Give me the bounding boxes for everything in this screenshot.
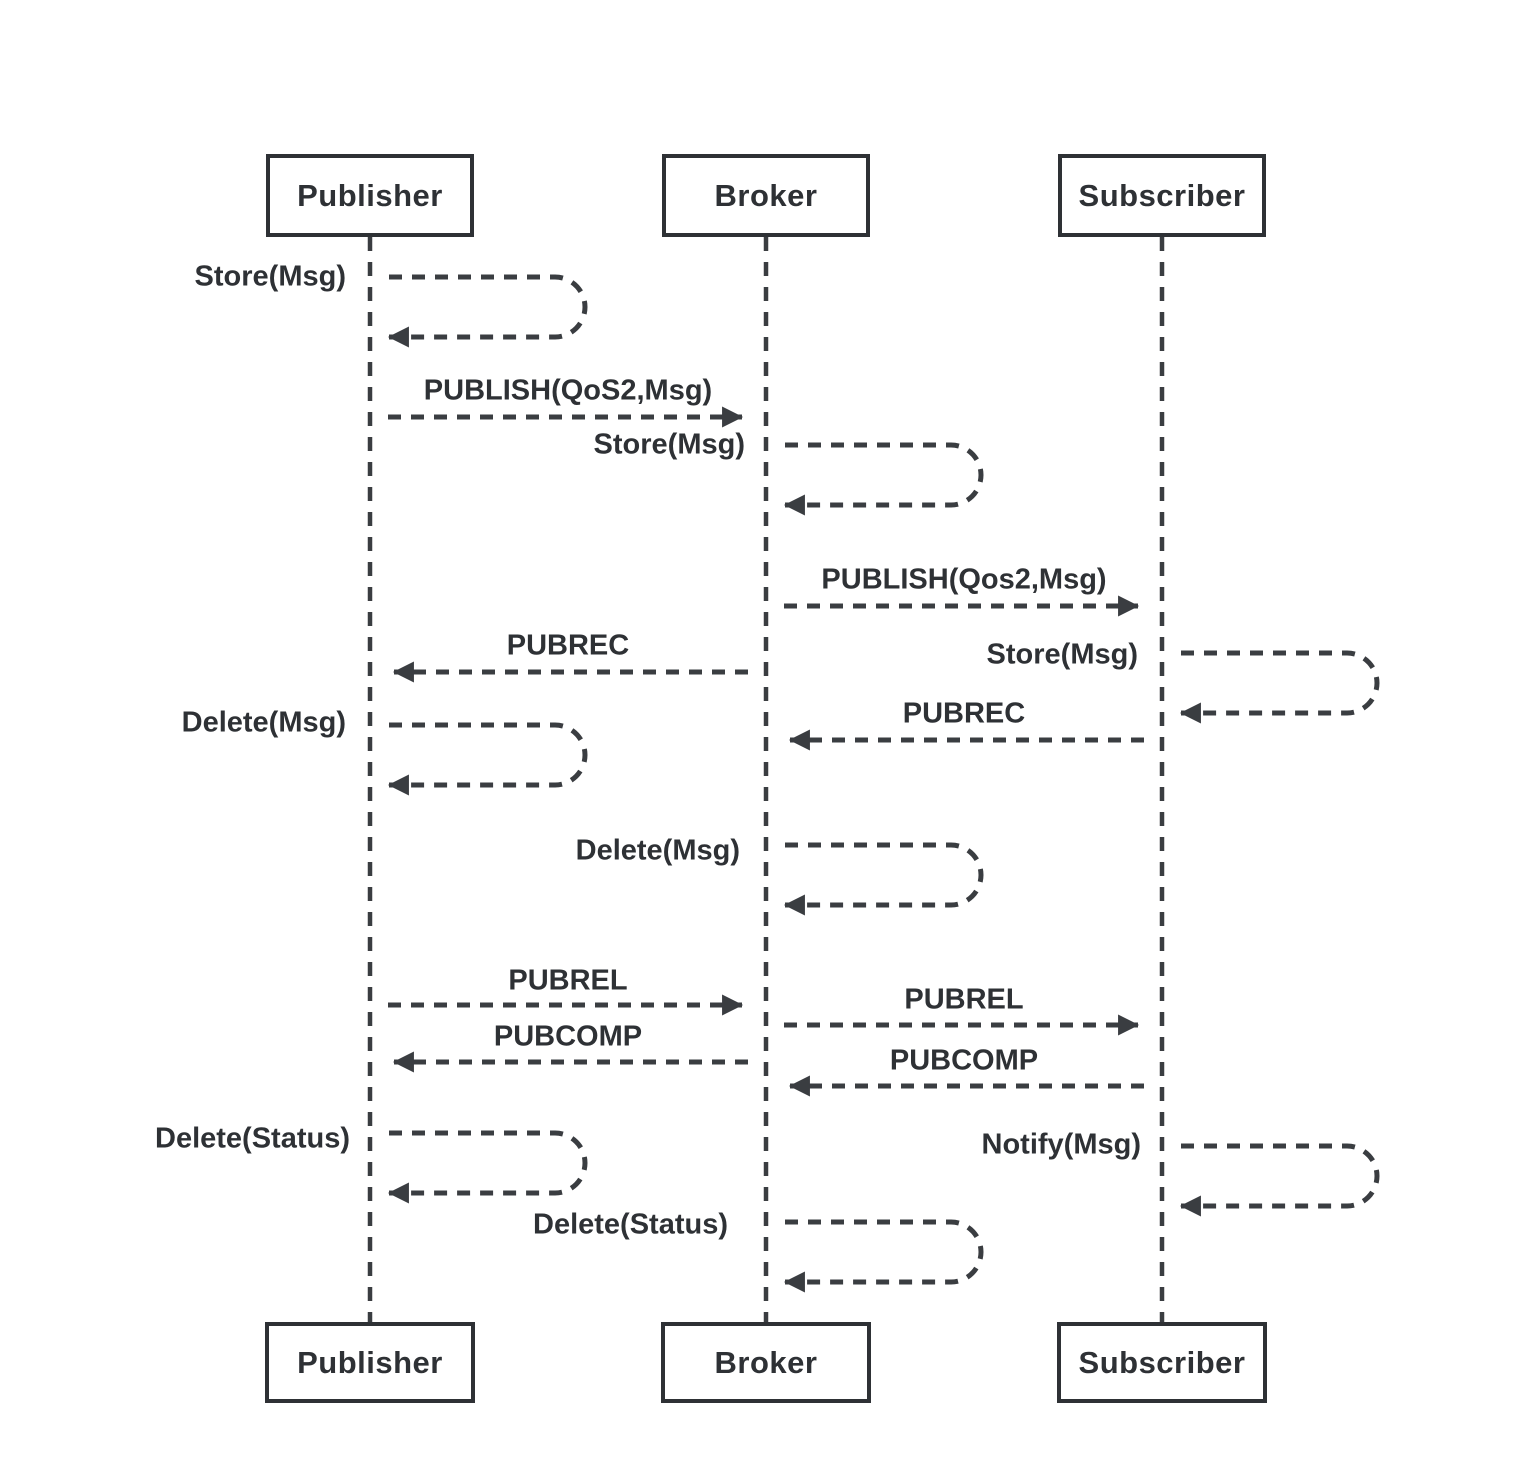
label-pubrel-broker-sub: PUBREL bbox=[904, 983, 1024, 1016]
participant-name: Publisher bbox=[297, 177, 443, 213]
arrow-delete-status-publisher bbox=[387, 1130, 588, 1204]
label-pubcomp-sub-broker: PUBCOMP bbox=[889, 1044, 1039, 1077]
participant-name: Broker bbox=[714, 177, 818, 213]
label-publish-qos2-pub-broker: PUBLISH(QoS2,Msg) bbox=[423, 374, 713, 407]
label-delete-status-publisher: Delete(Status) bbox=[155, 1122, 350, 1155]
participant-box-broker-top: Broker bbox=[662, 154, 870, 237]
participant-name: Subscriber bbox=[1078, 177, 1246, 213]
label-publish-qos2-broker-sub: PUBLISH(Qos2,Msg) bbox=[821, 563, 1107, 596]
participant-box-subscriber-bottom: Subscriber bbox=[1057, 1322, 1267, 1403]
arrow-delete-status-broker bbox=[783, 1219, 984, 1293]
participant-name: Broker bbox=[714, 1344, 818, 1380]
arrow-store-msg-publisher bbox=[387, 274, 588, 348]
arrow-store-msg-broker bbox=[783, 442, 984, 516]
label-delete-status-broker: Delete(Status) bbox=[533, 1208, 728, 1241]
participant-name: Publisher bbox=[297, 1344, 443, 1380]
participant-box-publisher-top: Publisher bbox=[266, 154, 474, 237]
participant-box-subscriber-top: Subscriber bbox=[1058, 154, 1266, 237]
arrow-notify-msg-subscriber bbox=[1179, 1143, 1380, 1217]
label-pubcomp-broker-pub: PUBCOMP bbox=[493, 1020, 643, 1053]
arrow-delete-msg-publisher bbox=[387, 722, 588, 796]
label-notify-msg-subscriber: Notify(Msg) bbox=[981, 1128, 1141, 1161]
arrow-delete-msg-broker bbox=[783, 842, 984, 916]
label-pubrec-broker-pub: PUBREC bbox=[506, 629, 630, 662]
participant-box-publisher-bottom: Publisher bbox=[265, 1322, 475, 1403]
label-store-msg-publisher: Store(Msg) bbox=[194, 260, 346, 293]
label-store-msg-subscriber: Store(Msg) bbox=[986, 638, 1138, 671]
participant-name: Subscriber bbox=[1078, 1344, 1246, 1380]
label-delete-msg-broker: Delete(Msg) bbox=[575, 834, 740, 867]
arrow-store-msg-subscriber bbox=[1179, 650, 1380, 724]
label-pubrel-pub-broker: PUBREL bbox=[508, 964, 628, 997]
label-delete-msg-publisher: Delete(Msg) bbox=[181, 706, 346, 739]
label-store-msg-broker: Store(Msg) bbox=[593, 428, 745, 461]
label-pubrec-sub-broker: PUBREC bbox=[902, 697, 1026, 730]
participant-box-broker-bottom: Broker bbox=[661, 1322, 871, 1403]
